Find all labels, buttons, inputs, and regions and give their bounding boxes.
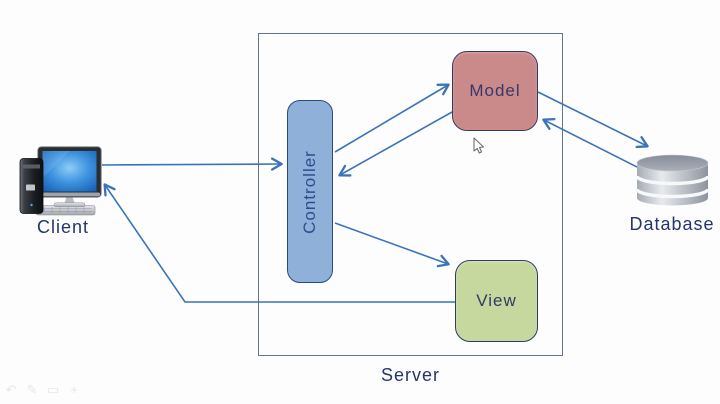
pen-icon[interactable]: ✎ <box>26 382 38 397</box>
node-view: View <box>455 260 538 342</box>
edge-view-to-client <box>103 183 455 303</box>
view-label: View <box>476 291 517 310</box>
node-controller: Controller <box>287 100 333 283</box>
database-cylinder-icon <box>635 154 710 206</box>
controller-label: Controller <box>300 149 320 234</box>
edge-database-to-model <box>542 117 638 168</box>
node-model: Model <box>452 51 538 131</box>
edge-model-to-controller <box>338 111 453 177</box>
pointer-icon[interactable]: + <box>70 382 78 397</box>
model-label: Model <box>469 81 521 100</box>
mouse-pointer-icon <box>473 137 485 154</box>
database-label: Database <box>629 214 715 234</box>
server-label: Server <box>380 365 440 385</box>
edge-group <box>101 83 649 303</box>
desktop-computer-icon <box>19 146 102 216</box>
recorder-toolbar: ↶ ✎ ▭ + <box>4 383 81 397</box>
client-label: Client <box>36 217 90 237</box>
undo-icon[interactable]: ↶ <box>5 382 17 397</box>
edge-controller-to-model <box>334 83 450 153</box>
edge-client-to-controller <box>101 157 283 171</box>
edge-model-to-database <box>537 91 649 149</box>
eraser-icon[interactable]: ▭ <box>46 382 60 397</box>
edge-controller-to-view <box>334 222 450 268</box>
server-container-box <box>258 33 563 356</box>
